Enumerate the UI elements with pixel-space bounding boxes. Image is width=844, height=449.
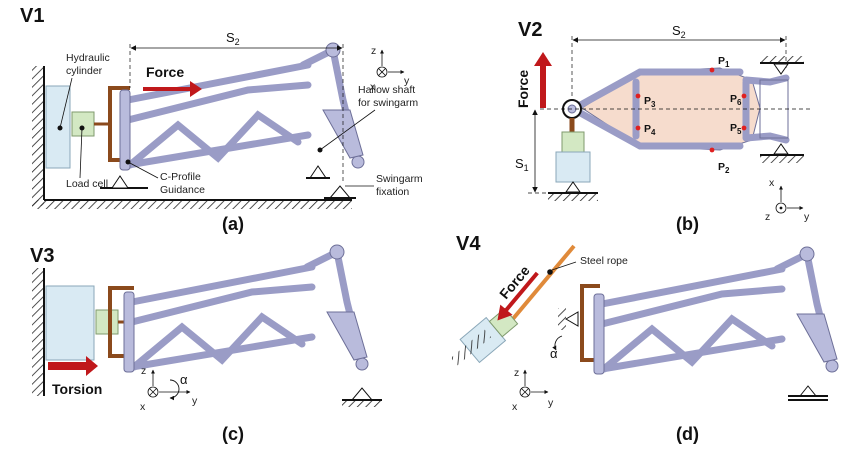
swingarm-frame-top-b: [581, 67, 761, 151]
steel-rope-label-d: Steel rope: [580, 255, 628, 267]
svg-text:x: x: [512, 401, 518, 413]
svg-text:z: z: [371, 45, 376, 57]
hollow-shaft-label-1: Hallow shaft: [358, 84, 415, 96]
force-arrow-d: [497, 271, 539, 321]
load-cell-c: [95, 309, 119, 335]
panel-c: V3 Torsion z x y α (c): [30, 245, 382, 444]
force-arrow-b: [534, 52, 552, 108]
panel-d: V4 Steel rope Force α: [450, 233, 838, 444]
panel-a: V1 Force S2 Hydraulic cylinder Load cell…: [20, 5, 423, 234]
panel-c-caption: (c): [222, 424, 244, 444]
panel-b-variant-label: V2: [518, 19, 542, 41]
load-cell-label-a: Load cell: [66, 178, 108, 190]
panel-c-variant-label: V3: [30, 245, 54, 267]
svg-text:x: x: [370, 81, 376, 93]
swingarm-frame-d: [594, 247, 838, 374]
load-cell-a: [71, 111, 95, 137]
panel-a-caption: (a): [222, 214, 244, 234]
svg-text:x: x: [140, 401, 146, 413]
panel-b: V2 P1 P2 P3 P4 P5 P6 S2 Force: [515, 19, 810, 234]
floor-a: [32, 200, 352, 209]
svg-text:y: y: [548, 397, 554, 409]
c-profile-c: [108, 286, 134, 358]
hydraulic-label-a-1: Hydraulic: [66, 52, 110, 64]
torsion-arrow-c: [48, 356, 98, 376]
svg-text:x: x: [769, 177, 775, 189]
panel-d-variant-label: V4: [456, 233, 481, 255]
point-p4: P4: [644, 123, 656, 137]
c-profile-d: [580, 284, 600, 362]
svg-text:z: z: [141, 365, 146, 377]
point-p1: P1: [718, 55, 730, 69]
wall-a: [32, 66, 44, 206]
axes-b: x z y: [765, 177, 810, 223]
panel-a-variant-label: V1: [20, 5, 44, 27]
svg-text:y: y: [192, 395, 198, 407]
panel-d-caption: (d): [676, 424, 699, 444]
load-cell-b: [561, 131, 585, 153]
s2-label-b: S2: [672, 23, 686, 40]
alpha-label-d: α: [550, 346, 558, 361]
s2-label-a: S2: [226, 30, 240, 47]
force-arrow-a: [143, 81, 202, 97]
s1-label-b: S1: [515, 156, 529, 173]
swingarm-frame-c: [124, 245, 368, 372]
svg-text:z: z: [765, 211, 770, 223]
axes-c: z x y α: [140, 365, 198, 413]
point-p3: P3: [644, 95, 656, 109]
swingarm-fixation-label-1: Swingarm: [376, 173, 423, 185]
svg-text:y: y: [804, 211, 810, 223]
hydraulic-cylinder-b: [555, 151, 591, 183]
hollow-shaft-label-2: for swingarm: [358, 97, 418, 109]
panel-b-caption: (b): [676, 214, 699, 234]
cprofile-label-a-1: C-Profile: [160, 171, 201, 183]
swingarm-frame-a: [120, 43, 364, 170]
svg-text:z: z: [514, 367, 519, 379]
steel-rope-d: [510, 244, 576, 322]
point-p6: P6: [730, 93, 742, 107]
torsion-label-c: Torsion: [52, 381, 102, 397]
point-p2: P2: [718, 161, 730, 175]
axes-d: z x y: [512, 367, 554, 413]
hydraulic-cylinder-c: [45, 285, 95, 361]
force-label-a: Force: [146, 64, 184, 80]
force-label-b: Force: [515, 70, 531, 108]
hydraulic-label-a-2: cylinder: [66, 65, 103, 77]
cprofile-label-a-2: Guidance: [160, 184, 205, 196]
point-p5: P5: [730, 122, 742, 136]
swingarm-fixation-label-2: fixation: [376, 186, 409, 198]
axes-a: z x y: [370, 45, 410, 93]
svg-text:y: y: [404, 75, 410, 87]
svg-text:α: α: [180, 372, 188, 387]
